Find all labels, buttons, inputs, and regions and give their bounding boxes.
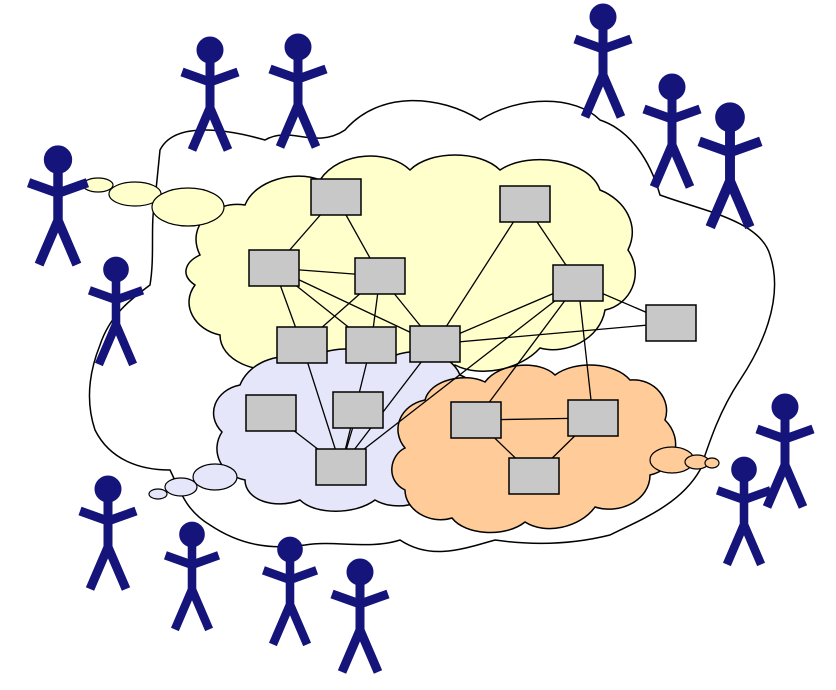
network-nodes	[245, 178, 697, 495]
node-box-r1	[645, 304, 697, 342]
stick-person-icon	[270, 34, 326, 147]
node-box-b1	[245, 394, 297, 432]
node-box-o2	[567, 399, 619, 437]
stick-person-icon	[29, 146, 88, 265]
edge-y5-o1	[475, 282, 579, 421]
node-box-y8	[409, 325, 461, 363]
stick-person-icon	[165, 522, 218, 629]
edge-y8-b3	[340, 343, 436, 468]
stick-person-icon	[80, 476, 136, 589]
edge-y6-b3	[301, 344, 342, 468]
stick-person-icon	[717, 457, 770, 564]
edge-y4-y8	[434, 203, 526, 345]
edge-y2-y8	[273, 267, 436, 345]
thought-bubbles-bottom-left	[148, 463, 238, 500]
node-box-b2	[332, 391, 384, 429]
node-box-o1	[450, 401, 502, 439]
node-box-y6	[276, 326, 328, 364]
stick-person-icon	[699, 103, 761, 227]
thought-bubbles-right	[649, 446, 720, 474]
edge-y8-r1	[434, 322, 672, 345]
node-box-y1	[310, 178, 362, 216]
node-box-y3	[354, 257, 406, 295]
node-box-y5	[552, 264, 604, 302]
node-box-y2	[248, 249, 300, 287]
node-box-y7	[345, 326, 397, 364]
stick-person-icon	[332, 559, 388, 672]
node-box-b3	[315, 448, 367, 486]
stick-person-icon	[644, 74, 700, 187]
stick-person-icon	[575, 4, 631, 117]
node-box-y4	[499, 185, 551, 223]
stick-person-icon	[263, 537, 316, 644]
edge-y5-b3	[340, 282, 579, 468]
edge-y5-o2	[577, 282, 594, 419]
node-box-o3	[508, 457, 560, 495]
